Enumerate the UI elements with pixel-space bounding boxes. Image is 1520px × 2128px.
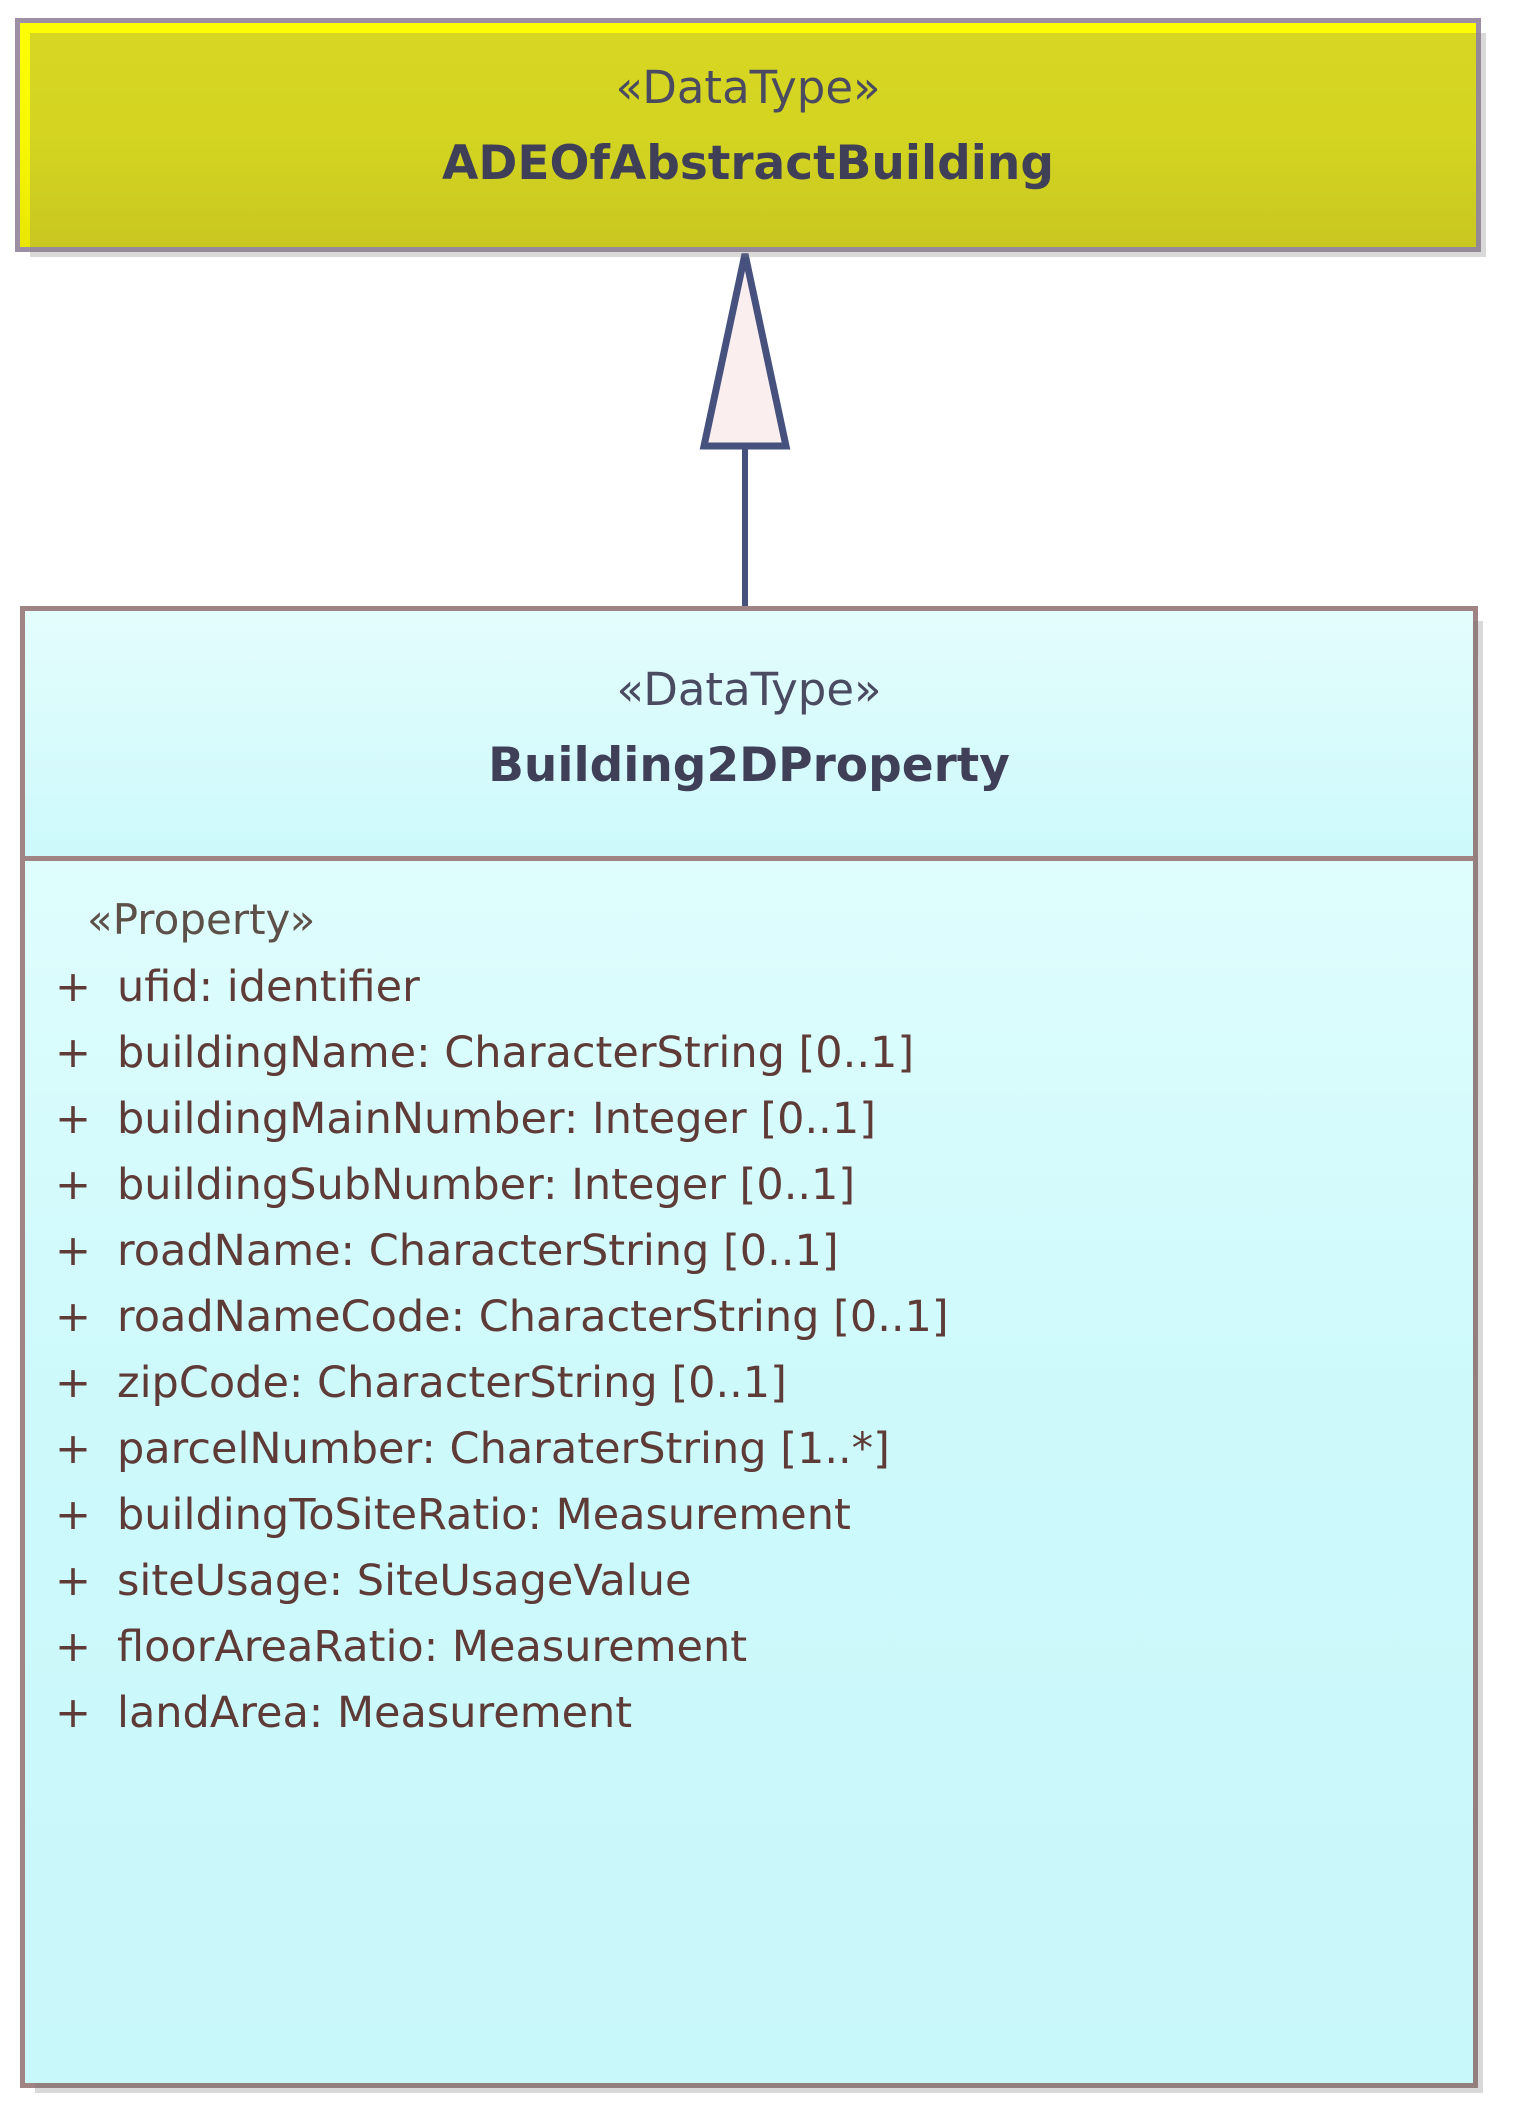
attribute-visibility: +	[55, 1688, 92, 1738]
attribute-signature: floorAreaRatio: Measurement	[117, 1622, 748, 1672]
attribute-visibility: +	[55, 1490, 92, 1540]
attribute-row: + siteUsage: SiteUsageValue	[25, 1556, 1473, 1622]
attribute-signature: buildingName: CharacterString [0..1]	[117, 1028, 915, 1078]
attribute-visibility: +	[55, 962, 92, 1012]
attribute-signature: siteUsage: SiteUsageValue	[117, 1556, 692, 1606]
stereotype-label-subtype: «DataType»	[616, 663, 882, 716]
attribute-visibility: +	[55, 1358, 92, 1408]
class-header-subtype: «DataType» Building2DProperty	[25, 611, 1473, 793]
attribute-signature: roadName: CharacterString [0..1]	[117, 1226, 839, 1276]
attribute-row: + buildingMainNumber: Integer [0..1]	[25, 1094, 1473, 1160]
attributes-compartment: «Property» + ufid: identifier + buildingNam…	[25, 861, 1473, 2083]
class-name-supertype: ADEOfAbstractBuilding	[442, 136, 1054, 191]
attribute-signature: zipCode: CharacterString [0..1]	[117, 1358, 787, 1408]
class-name-subtype: Building2DProperty	[488, 738, 1010, 793]
attribute-signature: roadNameCode: CharacterString [0..1]	[117, 1292, 949, 1342]
attribute-visibility: +	[55, 1292, 92, 1342]
attribute-signature: buildingToSiteRatio: Measurement	[117, 1490, 851, 1540]
stereotype-label-supertype: «DataType»	[615, 61, 881, 114]
attribute-visibility: +	[55, 1226, 92, 1276]
attribute-visibility: +	[55, 1160, 92, 1210]
attribute-row: + buildingSubNumber: Integer [0..1]	[25, 1160, 1473, 1226]
class-box-building2dproperty[interactable]: «DataType» Building2DProperty «Property»…	[20, 606, 1483, 2093]
attribute-signature: buildingMainNumber: Integer [0..1]	[117, 1094, 876, 1144]
attribute-visibility: +	[55, 1622, 92, 1672]
attribute-visibility: +	[55, 1028, 92, 1078]
attribute-visibility: +	[55, 1094, 92, 1144]
attribute-signature: buildingSubNumber: Integer [0..1]	[117, 1160, 856, 1210]
attribute-signature: parcelNumber: CharaterString [1..*]	[117, 1424, 890, 1474]
attribute-signature: ufid: identifier	[117, 962, 420, 1012]
attribute-row: + zipCode: CharacterString [0..1]	[25, 1358, 1473, 1424]
attribute-row: + ufid: identifier	[25, 962, 1473, 1028]
class-name-compartment: «DataType» Building2DProperty	[25, 611, 1473, 861]
attribute-row: + landArea: Measurement	[25, 1688, 1473, 1754]
generalization-arrowhead	[699, 253, 791, 450]
attribute-row: + parcelNumber: CharaterString [1..*]	[25, 1424, 1473, 1490]
attribute-visibility: +	[55, 1556, 92, 1606]
attribute-signature: landArea: Measurement	[117, 1688, 633, 1738]
attribute-row: + floorAreaRatio: Measurement	[25, 1622, 1473, 1688]
class-box-ade-of-abstract-building[interactable]: «DataType» ADEOfAbstractBuilding	[15, 18, 1486, 257]
attribute-row: + buildingToSiteRatio: Measurement	[25, 1490, 1473, 1556]
attribute-row: + roadName: CharacterString [0..1]	[25, 1226, 1473, 1292]
attribute-list: + ufid: identifier + buildingName: Characte…	[25, 962, 1473, 1754]
attributes-stereotype-label: «Property»	[87, 895, 316, 944]
attribute-row: + roadNameCode: CharacterString [0..1]	[25, 1292, 1473, 1358]
attribute-visibility: +	[55, 1424, 92, 1474]
class-header-supertype: «DataType» ADEOfAbstractBuilding	[20, 23, 1476, 191]
attribute-row: + buildingName: CharacterString [0..1]	[25, 1028, 1473, 1094]
